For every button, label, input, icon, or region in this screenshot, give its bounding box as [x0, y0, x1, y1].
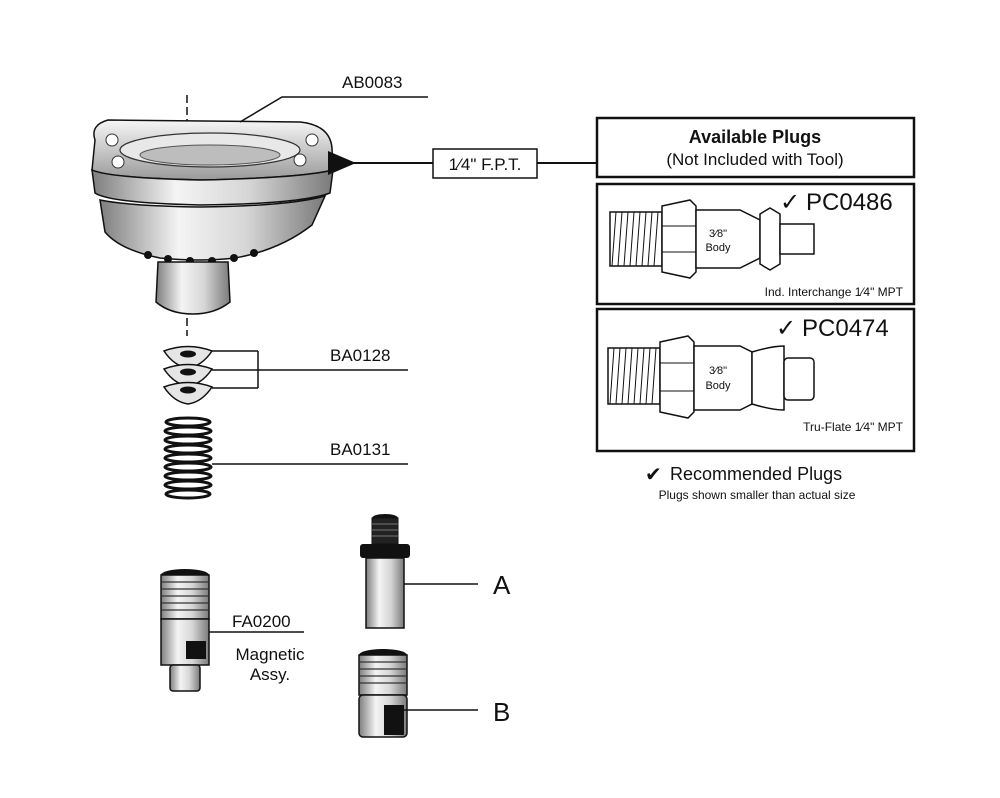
pellets-ba0128: [162, 345, 214, 405]
magnetic-assembly-fa0200: [160, 569, 210, 692]
plugs-title: Available Plugs: [689, 127, 821, 147]
plug-check-icon: ✓: [780, 189, 800, 216]
plug-check-icon: ✓: [776, 315, 796, 342]
plug-body-label: Body: [705, 242, 731, 254]
leader-ab0083: [239, 96, 428, 123]
item-a-label: A: [493, 570, 511, 600]
spring-ba0131: [163, 416, 213, 500]
item-b-label: B: [493, 697, 510, 727]
plug-card-pc0486: ✓ PC0486 3⁄8" Body Ind. Interchange 1⁄4"…: [595, 182, 916, 306]
recommended-label: Recommended Plugs: [670, 464, 842, 484]
plug-part-number: PC0474: [802, 315, 889, 342]
plug-caption: Tru-Flate 1⁄4" MPT: [803, 420, 904, 434]
plugs-subtitle: (Not Included with Tool): [666, 150, 843, 169]
plug-body-label: Body: [705, 380, 731, 392]
plug-part-number: PC0486: [806, 189, 893, 216]
item-a-component: [360, 514, 410, 629]
part-label-ab0083: AB0083: [342, 73, 403, 92]
inlet-label: 1⁄4" F.P.T.: [449, 155, 522, 174]
leader-ba0128: [212, 350, 408, 389]
plug-body-size: 3⁄8": [709, 365, 727, 377]
part-label-ba0131: BA0131: [330, 440, 391, 459]
part-label-ba0128: BA0128: [330, 346, 391, 365]
plug-body-size: 3⁄8": [709, 228, 727, 240]
magnetic-desc-line1: Magnetic: [236, 645, 305, 664]
item-b-component: [358, 649, 408, 738]
plug-caption: Ind. Interchange 1⁄4" MPT: [765, 285, 904, 299]
housing-ab0083: [91, 95, 334, 336]
recommended-check-icon: ✔: [645, 464, 662, 486]
plug-card-pc0474: ✓ PC0474 3⁄8" Body Tru-Flate 1⁄4" MPT: [595, 307, 916, 453]
magnetic-desc-line2: Assy.: [250, 665, 290, 684]
part-label-fa0200: FA0200: [232, 612, 291, 631]
plugs-size-note: Plugs shown smaller than actual size: [659, 488, 856, 502]
plugs-header-box: Available Plugs (Not Included with Tool): [595, 116, 916, 179]
